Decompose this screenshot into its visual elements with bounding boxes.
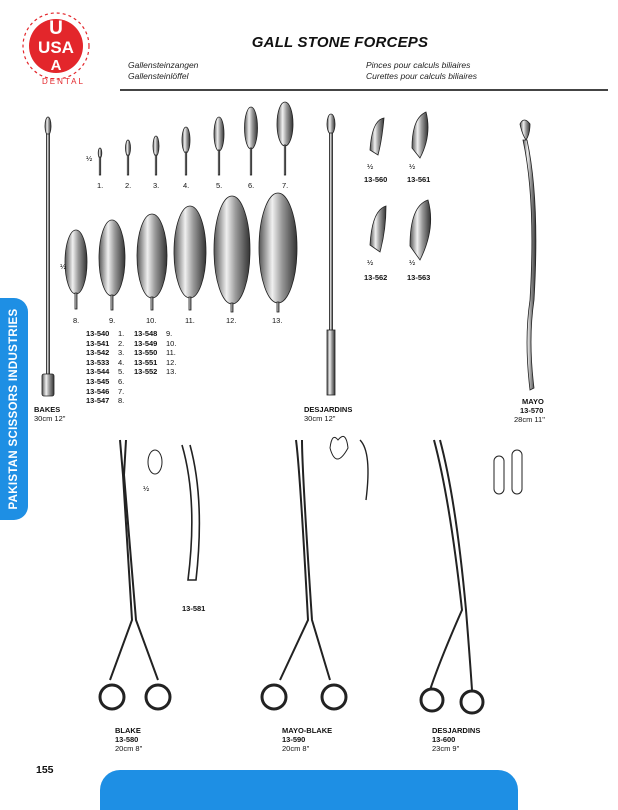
usa-dental-logo: U USA A DENTAL (8, 6, 108, 90)
page-number: 155 (36, 764, 54, 776)
scale-half-4: ½ (409, 162, 416, 171)
dilator-number-4: 4. (183, 181, 190, 190)
blake-forceps-drawing (98, 439, 201, 711)
dilator-number-8: 8. (73, 316, 80, 325)
mayo-blake-forceps-drawing (260, 435, 369, 711)
blake-size: 20cm 8" (115, 744, 143, 753)
subtitle-german-1: Gallensteinzangen (128, 60, 199, 70)
desjardins-forceps-size: 23cm 9" (432, 744, 460, 753)
mayo-blake-name: MAYO-BLAKE (282, 726, 333, 735)
side-tab: PAKISTAN SCISSORS INDUSTRIES (0, 298, 28, 520)
svg-text:DENTAL: DENTAL (42, 77, 85, 86)
blake-variant-code: 13-581 (182, 604, 206, 613)
large-dilator-drawings (64, 192, 298, 313)
subtitle-german-2: Gallensteinlöffel (128, 71, 189, 81)
mayo-scoop-drawing (519, 119, 537, 391)
mayo-size: 28cm 11" (514, 415, 545, 424)
scale-half-6: ½ (409, 258, 416, 267)
dilator-number-9: 9. (109, 316, 116, 325)
scale-half-3: ½ (367, 162, 374, 171)
small-dilator-drawings (97, 101, 294, 176)
dilator-number-11: 11. (185, 316, 195, 325)
dilator-number-2: 2. (125, 181, 132, 190)
svg-text:A: A (51, 57, 62, 74)
desjardins-forceps-drawing (419, 439, 523, 715)
dilator-number-13: 13. (272, 316, 283, 325)
scoop-tip-drawings (369, 111, 432, 261)
dilator-number-10: 10. (146, 316, 157, 325)
desjardins-scoop-size: 30cm 12" (304, 414, 336, 423)
subtitle-french-1: Pinces pour calculs biliaires (366, 60, 471, 70)
mayo-blake-size: 20cm 8" (282, 744, 310, 753)
desjardins-forceps-code: 13-600 (432, 735, 456, 744)
desjardins-scoop-name: DESJARDINS (304, 405, 353, 414)
desjardins-scoop-drawing (326, 113, 336, 396)
dilator-number-7: 7. (282, 181, 289, 190)
bakes-size: 30cm 12" (34, 414, 66, 423)
mayo-name: MAYO (522, 397, 544, 406)
page-title: GALL STONE FORCEPS (251, 34, 429, 51)
scale-half-5: ½ (367, 258, 374, 267)
header-rule (120, 89, 608, 91)
bakes-name: BAKES (34, 405, 61, 414)
bakes-dilator-drawing (41, 116, 55, 397)
mayo-code: 13-570 (520, 406, 544, 415)
scale-half-7: ½ (143, 484, 150, 493)
code-13-562: 13-562 (364, 273, 388, 282)
dilator-number-5: 5. (216, 181, 223, 190)
dilator-number-3: 3. (153, 181, 160, 190)
code-13-560: 13-560 (364, 175, 388, 184)
subtitle-french-2: Curettes pour calculs biliaires (366, 71, 478, 81)
code-13-561: 13-561 (407, 175, 431, 184)
footer-bar (100, 770, 518, 810)
blake-name: BLAKE (115, 726, 141, 735)
dilator-number-1: 1. (97, 181, 104, 190)
scale-half-2: ½ (60, 262, 67, 271)
dilator-number-12: 12. (226, 316, 237, 325)
code-13-563: 13-563 (407, 273, 431, 282)
blake-code: 13-580 (115, 735, 139, 744)
svg-text:U: U (49, 18, 63, 39)
desjardins-forceps-name: DESJARDINS (432, 726, 481, 735)
dilator-number-6: 6. (248, 181, 255, 190)
scale-half-1: ½ (86, 154, 93, 163)
mayo-blake-code: 13-590 (282, 735, 306, 744)
svg-text:USA: USA (38, 38, 74, 57)
